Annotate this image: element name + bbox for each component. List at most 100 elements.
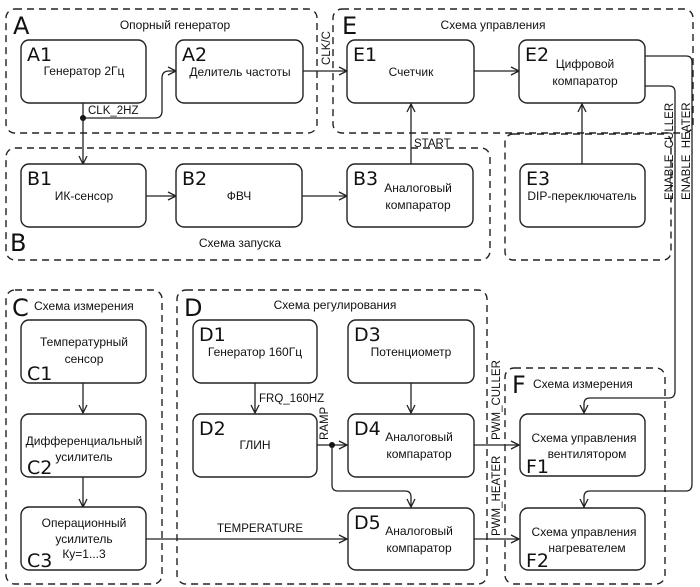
block-c3-text-0: Операционный [42,516,127,530]
block-d3: D3 Потенциометр [347,319,475,384]
block-b3-text-0: Аналоговый [384,181,452,195]
group-f: F Схема измерения [504,367,666,585]
block-a2-id: A2 [182,44,207,66]
block-e3-text-0: DIP-переключатель [527,189,636,203]
block-d4-text-0: Аналоговый [385,430,453,444]
block-e2-text-0: Цифровой [556,57,614,71]
block-c3: Операционный усилитель Ку=1...3 C3 [20,506,147,572]
group-d-border [176,289,488,585]
group-b-label: B [10,229,26,257]
block-c2-id: C2 [27,457,52,479]
block-a2: A2 Делитель частоты [175,39,304,104]
wire-clk-2hz-a2 [82,71,176,119]
block-d5-text-0: Аналоговый [385,524,453,538]
group-f-label: F [512,371,526,399]
block-e2-text-1: компаратор [552,74,618,88]
block-c1-text-0: Температурный [40,335,128,349]
block-f2: Схема управления нагревателем F2 [519,507,646,572]
block-f1-text-1: вентилятором [548,447,627,461]
block-d5: D5 Аналоговый компаратор [347,507,475,571]
group-c-border [5,289,163,585]
block-c2: Дифференциальный усилитель C2 [20,413,147,479]
block-f2-text-1: нагревателем [548,541,625,555]
block-f2-id: F2 [526,550,549,572]
block-d4-text-1: компаратор [386,447,452,461]
block-d1-id: D1 [199,324,226,346]
block-b3-text-1: компаратор [385,198,451,212]
wire-enable-heater [584,55,693,507]
block-b3-id: B3 [353,168,378,190]
block-d4-id: D4 [354,418,381,440]
signal-pwm-culler: PWM_CULLER [491,360,503,440]
wire-enable-culler [584,85,676,413]
block-a1-text-0: Генератор 2Гц [44,64,125,78]
block-d3-text-0: Потенциометр [371,345,452,359]
group-a-title: Опорный генератор [120,18,231,32]
block-f2-text-0: Схема управления [532,525,637,539]
block-d5-id: D5 [354,512,381,534]
block-b3: B3 Аналоговый компаратор [346,163,474,228]
signal-temperature: TEMPERATURE [217,523,303,535]
signal-frq-160hz: FRQ_160HZ [259,393,324,405]
block-c3-text-1: усилитель [55,532,112,546]
block-b2-id: B2 [182,168,207,190]
group-f-title: Схема измерения [533,377,633,391]
group-c-label: C [12,294,29,322]
group-b-title: Схема запуска [199,236,282,250]
block-b2-text-0: ФВЧ [227,189,252,203]
block-d1: D1 Генератор 160Гц [192,319,318,384]
group-d: D Схема регулирования [176,289,488,585]
group-e-label: E [342,12,357,40]
group-c-title: Схема измерения [34,299,134,313]
group-e-extension-border [504,133,672,261]
signal-enable-culler: ENABLE_CULLER [664,103,676,200]
signal-start: START [414,138,451,150]
signal-pwm-heater: PWM_HEATER [491,456,503,536]
block-c1-text-1: сенсор [65,352,104,366]
block-c2-text-1: усилитель [55,450,112,464]
signal-ramp: RAMP [319,406,331,440]
block-c3-text-2: Ку=1...3 [62,547,106,561]
block-a1-id: A1 [27,44,52,66]
block-e2-id: E2 [525,44,549,66]
group-b-border [5,147,491,261]
block-c1-id: C1 [27,363,52,385]
block-d5-text-1: компаратор [386,541,452,555]
signal-clk-2hz: CLK_2HZ [88,105,139,117]
block-d2: D2 ГЛИН [192,413,318,478]
block-b1-text-0: ИК-сенсор [55,189,114,203]
group-d-title: Схема регулирования [274,298,397,312]
wire-ramp-d5 [331,445,411,507]
block-b1: B1 ИК-сенсор [20,163,147,228]
block-a1: A1 Генератор 2Гц [20,39,147,104]
group-e-border [332,8,694,134]
block-e1-text-0: Счетчик [389,65,435,79]
group-b: B Схема запуска [5,147,491,261]
block-c3-id: C3 [27,550,52,572]
block-b2: B2 ФВЧ [175,163,303,228]
block-f1-id: F1 [526,456,549,478]
group-a-label: A [13,12,30,40]
group-e-title: Схема управления [441,18,546,32]
signal-clk-c: CLK/C [321,31,333,65]
group-f-border [504,367,666,585]
block-e1-id: E1 [353,44,377,66]
block-d2-id: D2 [199,418,226,440]
block-a2-text-0: Делитель частоты [189,65,290,79]
signal-enable-heater: ENABLE_HEATER [681,102,693,200]
group-d-label: D [184,294,202,322]
block-f1: Схема управления вентилятором F1 [519,413,646,478]
block-b1-id: B1 [27,168,52,190]
block-d1-text-0: Генератор 160Гц [208,345,302,359]
block-e2: E2 Цифровой компаратор [518,39,646,104]
block-e1: E1 Счетчик [346,39,475,104]
block-d3-id: D3 [354,324,381,346]
block-d2-text-0: ГЛИН [240,438,271,452]
group-e: E Схема управления [332,8,694,134]
block-d4: D4 Аналоговый компаратор [347,413,475,478]
block-c1: Температурный сенсор C1 [20,319,147,385]
block-e3-id: E3 [526,168,550,190]
group-c: C Схема измерения [5,289,163,585]
block-c2-text-0: Дифференциальный [26,434,143,448]
